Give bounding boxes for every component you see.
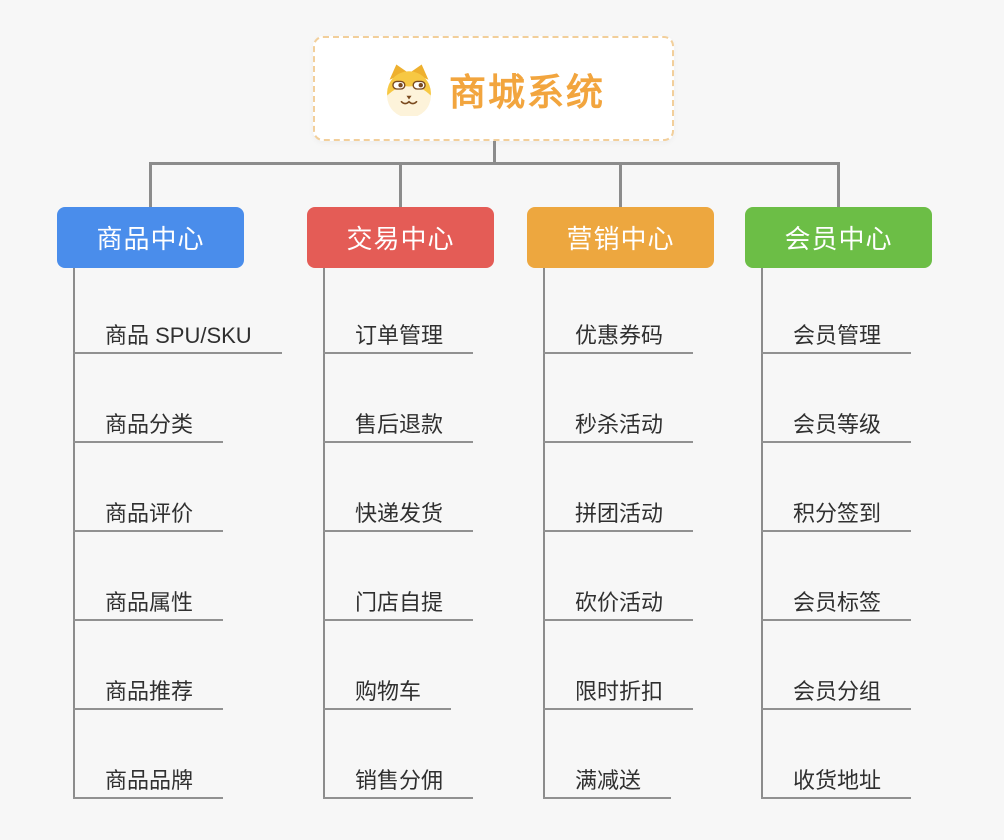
branch-members: 会员中心 会员管理 会员等级 积分签到 会员标签 会员分组 收货地址 xyxy=(745,0,985,840)
node-item[interactable]: 购物车 xyxy=(323,678,452,710)
branch-header-members[interactable]: 会员中心 xyxy=(745,207,932,268)
node-item[interactable]: 销售分佣 xyxy=(323,767,474,799)
connector-root-trunk xyxy=(493,141,496,163)
node-item[interactable]: 商品 SPU/SKU xyxy=(73,322,282,354)
branch-trunk-line xyxy=(73,268,75,799)
node-item[interactable]: 商品属性 xyxy=(73,589,224,621)
connector-drop-trade xyxy=(399,162,402,208)
node-item[interactable]: 会员管理 xyxy=(761,322,912,354)
node-item[interactable]: 满减送 xyxy=(543,767,672,799)
dog-mascot-icon xyxy=(387,64,431,116)
node-item[interactable]: 商品推荐 xyxy=(73,678,224,710)
node-item[interactable]: 收货地址 xyxy=(761,767,912,799)
node-item[interactable]: 售后退款 xyxy=(323,411,474,443)
branch-header-trade[interactable]: 交易中心 xyxy=(307,207,494,268)
branch-trunk-line xyxy=(543,268,545,799)
node-item[interactable]: 秒杀活动 xyxy=(543,411,694,443)
node-item[interactable]: 会员等级 xyxy=(761,411,912,443)
branch-trunk-line xyxy=(323,268,325,799)
node-item[interactable]: 快递发货 xyxy=(323,500,474,532)
node-item[interactable]: 拼团活动 xyxy=(543,500,694,532)
node-item[interactable]: 门店自提 xyxy=(323,589,474,621)
node-item[interactable]: 商品评价 xyxy=(73,500,224,532)
node-item[interactable]: 订单管理 xyxy=(323,322,474,354)
node-item[interactable]: 商品品牌 xyxy=(73,767,224,799)
root-title: 商城系统 xyxy=(449,71,605,113)
connector-drop-products xyxy=(149,162,152,208)
node-item[interactable]: 会员标签 xyxy=(761,589,912,621)
node-item[interactable]: 限时折扣 xyxy=(543,678,694,710)
connector-bus xyxy=(149,162,840,165)
node-item[interactable]: 积分签到 xyxy=(761,500,912,532)
branch-products: 商品中心 商品 SPU/SKU 商品分类 商品评价 商品属性 商品推荐 商品品牌 xyxy=(57,0,297,840)
node-item[interactable]: 砍价活动 xyxy=(543,589,694,621)
node-item[interactable]: 会员分组 xyxy=(761,678,912,710)
branch-marketing: 营销中心 优惠券码 秒杀活动 拼团活动 砍价活动 限时折扣 满减送 xyxy=(527,0,767,840)
root-node[interactable]: 商城系统 xyxy=(313,36,674,141)
branch-trade: 交易中心 订单管理 售后退款 快递发货 门店自提 购物车 销售分佣 xyxy=(307,0,547,840)
node-item[interactable]: 商品分类 xyxy=(73,411,224,443)
branch-trunk-line xyxy=(761,268,763,799)
branch-header-marketing[interactable]: 营销中心 xyxy=(527,207,714,268)
connector-drop-marketing xyxy=(619,162,622,208)
node-item[interactable]: 优惠券码 xyxy=(543,322,694,354)
branch-header-products[interactable]: 商品中心 xyxy=(57,207,244,268)
connector-drop-members xyxy=(837,162,840,208)
